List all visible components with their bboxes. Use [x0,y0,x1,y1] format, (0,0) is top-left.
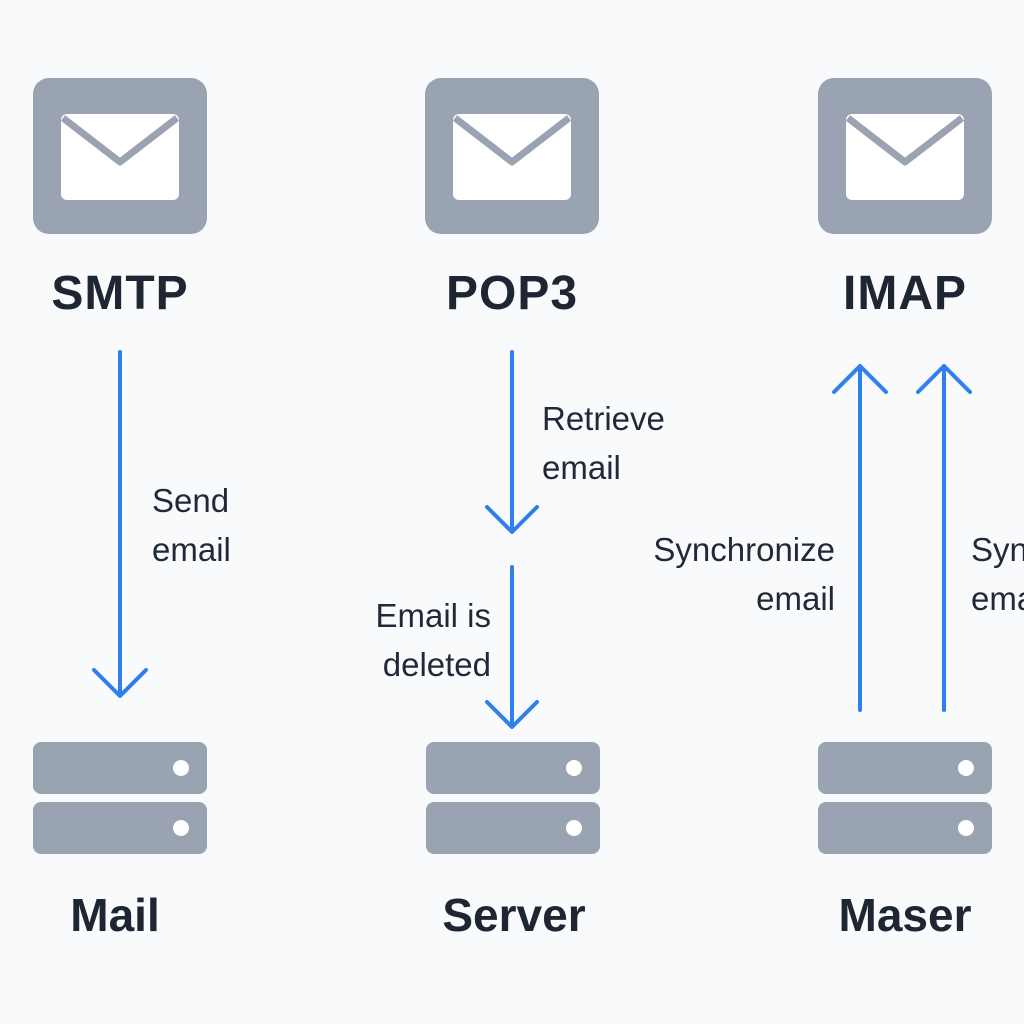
server-led [566,820,582,836]
step-label-line1: Retrieve [542,400,665,437]
step-label-synchronize-email-1: Synchronize email [590,525,835,623]
smtp-mail-icon-tile [33,78,207,234]
server-label-maser: Maser [838,889,972,941]
step-label-line2: email [542,449,621,486]
step-label-line2: deleted [382,646,491,683]
imap-sync-arrow-1 [832,364,888,712]
step-label-line1: Synchronize [971,531,1024,568]
step-label-synchronize-email-2: Synchronize email [971,525,1024,623]
server-led [173,760,189,776]
server-unit-bottom [818,802,992,854]
imap-mail-icon-tile [818,78,992,234]
server-unit-top [818,742,992,794]
step-label-line1: Synchronize [653,531,835,568]
step-label-retrieve-email: Retrieve email [542,394,665,492]
envelope-icon [845,114,965,200]
smtp-send-arrow [92,350,148,698]
server-unit-bottom [33,802,207,854]
server-led [566,760,582,776]
server-unit-top [426,742,600,794]
protocol-title-imap: IMAP [843,267,967,320]
server-label-mail: Mail [70,889,160,941]
step-label-clip: Synchronize email [971,525,1024,635]
pop3-mail-icon-tile [425,78,599,234]
server-unit-bottom [426,802,600,854]
step-label-line2: email [971,580,1024,617]
protocol-title-smtp: SMTP [51,267,189,320]
protocol-title-pop3: POP3 [445,267,579,320]
server-led [958,820,974,836]
envelope-icon [452,114,572,200]
pop3-retrieve-arrow [485,350,539,534]
envelope-icon [60,114,180,200]
server-unit-top [33,742,207,794]
step-label-line1: Send [152,482,230,519]
step-label-line2: email [152,531,231,568]
pop3-delete-arrow [485,565,539,729]
server-label-server: Server [442,889,586,941]
step-label-line1: Email is [375,597,491,634]
step-label-line2: email [756,580,835,617]
imap-sync-arrow-2 [916,364,972,712]
server-led [173,820,189,836]
server-led [958,760,974,776]
step-label-email-deleted: Email is deleted [310,591,491,689]
step-label-send-email: Send email [152,476,231,574]
